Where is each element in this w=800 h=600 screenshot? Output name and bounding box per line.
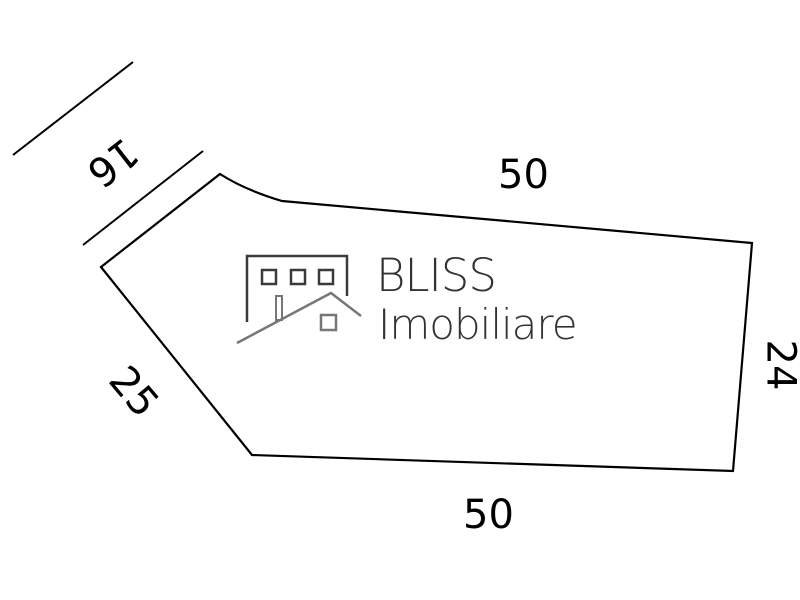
- dimension-line-outer: [12, 61, 134, 156]
- brand-name: BLISS: [376, 249, 497, 302]
- house-building-icon: [236, 254, 362, 345]
- dimension-top: 50: [498, 152, 549, 198]
- plot-boundary: [99, 172, 754, 473]
- dimension-bottom: 50: [463, 492, 514, 538]
- brand-subtitle: Imobiliare: [378, 300, 578, 349]
- dimension-right: 24: [757, 339, 800, 391]
- dimension-line-inner: [82, 150, 204, 246]
